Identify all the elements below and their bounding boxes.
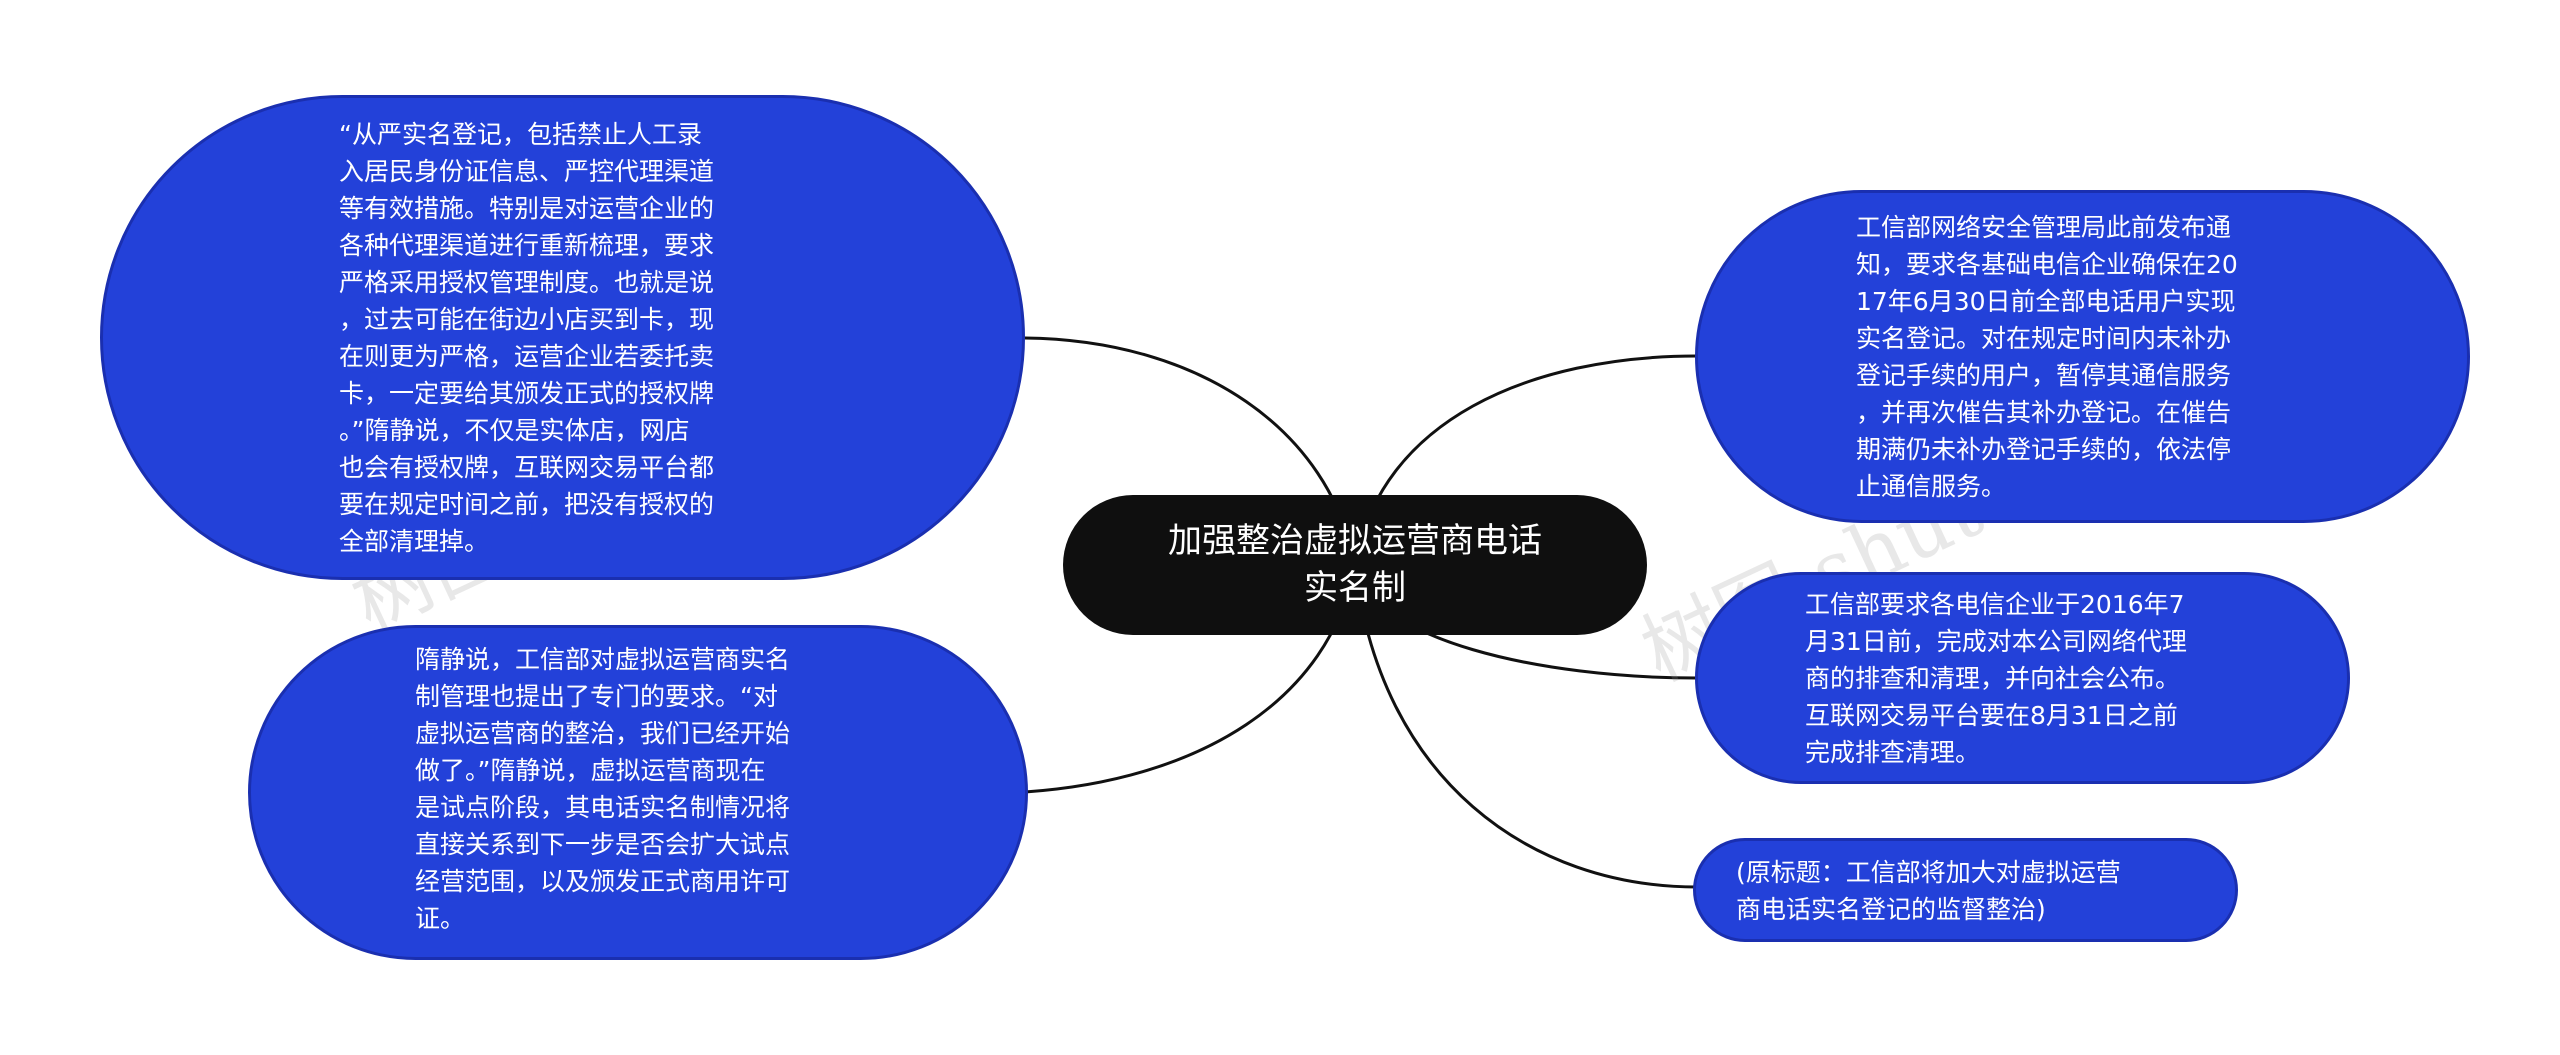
topic-node-left-top[interactable]: “从严实名登记，包括禁止人工录 入居民身份证信息、严控代理渠道 等有效措施。特别… xyxy=(100,95,1025,580)
topic-text: 工信部要求各电信企业于2016年7 月31日前，完成对本公司网络代理 商的排查和… xyxy=(1805,590,2187,767)
topic-text: (原标题：工信部将加大对虚拟运营 商电话实名登记的监督整治) xyxy=(1736,858,2121,924)
topic-node-right-top[interactable]: 工信部网络安全管理局此前发布通 知，要求各基础电信企业确保在20 17年6月30… xyxy=(1695,190,2470,523)
connector-to-right-bottom xyxy=(1353,564,1698,889)
topic-text: “从严实名登记，包括禁止人工录 入居民身份证信息、严控代理渠道 等有效措施。特别… xyxy=(339,120,715,556)
topic-node-right-middle[interactable]: 工信部要求各电信企业于2016年7 月31日前，完成对本公司网络代理 商的排查和… xyxy=(1695,572,2350,784)
topic-node-left-bottom[interactable]: 隋静说，工信部对虚拟运营商实名 制管理也提出了专门的要求。“对 虚拟运营商的整治… xyxy=(248,625,1028,960)
central-topic[interactable]: 加强整治虚拟运营商电话 实名制 xyxy=(1063,495,1647,635)
topic-text: 隋静说，工信部对虚拟运营商实名 制管理也提出了专门的要求。“对 虚拟运营商的整治… xyxy=(415,645,791,933)
topic-text: 工信部网络安全管理局此前发布通 知，要求各基础电信企业确保在20 17年6月30… xyxy=(1856,213,2238,501)
topic-node-right-bottom[interactable]: (原标题：工信部将加大对虚拟运营 商电话实名登记的监督整治) xyxy=(1693,838,2238,942)
